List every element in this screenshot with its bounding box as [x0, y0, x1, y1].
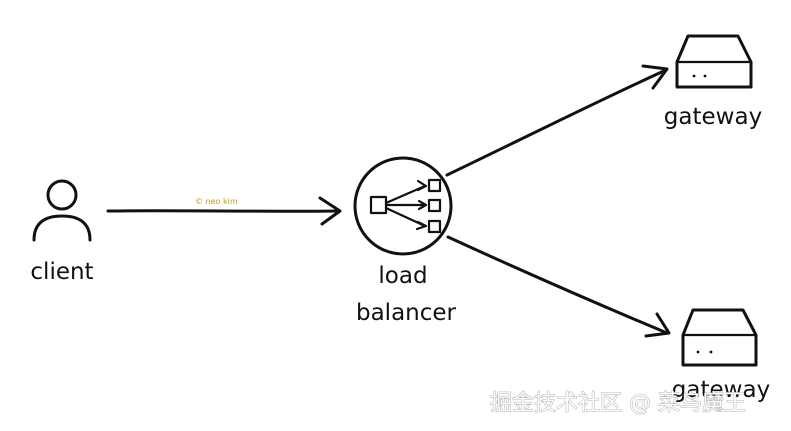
gateway-top-label: gateway — [664, 104, 762, 130]
gateway-top-node: gateway — [664, 34, 762, 130]
gateway-bottom-label: gateway — [672, 377, 770, 403]
credit-text: © neo kim — [195, 197, 238, 206]
edge-client-to-load-balancer — [106, 196, 342, 226]
load-balancer-icon — [353, 156, 453, 256]
gateway-bottom-node: gateway — [672, 308, 770, 403]
load-balancer-label-line1: load — [378, 263, 427, 289]
load-balancer-label-line2: balancer — [356, 300, 457, 326]
watermark-text: 掘金技术社区 @ 菜鸟魔王 — [490, 391, 746, 416]
edge-load-balancer-to-gateway-top — [445, 64, 669, 177]
server-icon — [681, 308, 758, 367]
load-balancer-node: load balancer — [353, 156, 457, 326]
client-label: client — [30, 259, 93, 285]
client-node: client — [30, 179, 94, 285]
edge-load-balancer-to-gateway-bottom — [446, 235, 671, 338]
server-icon — [675, 34, 753, 89]
user-icon — [32, 179, 92, 242]
